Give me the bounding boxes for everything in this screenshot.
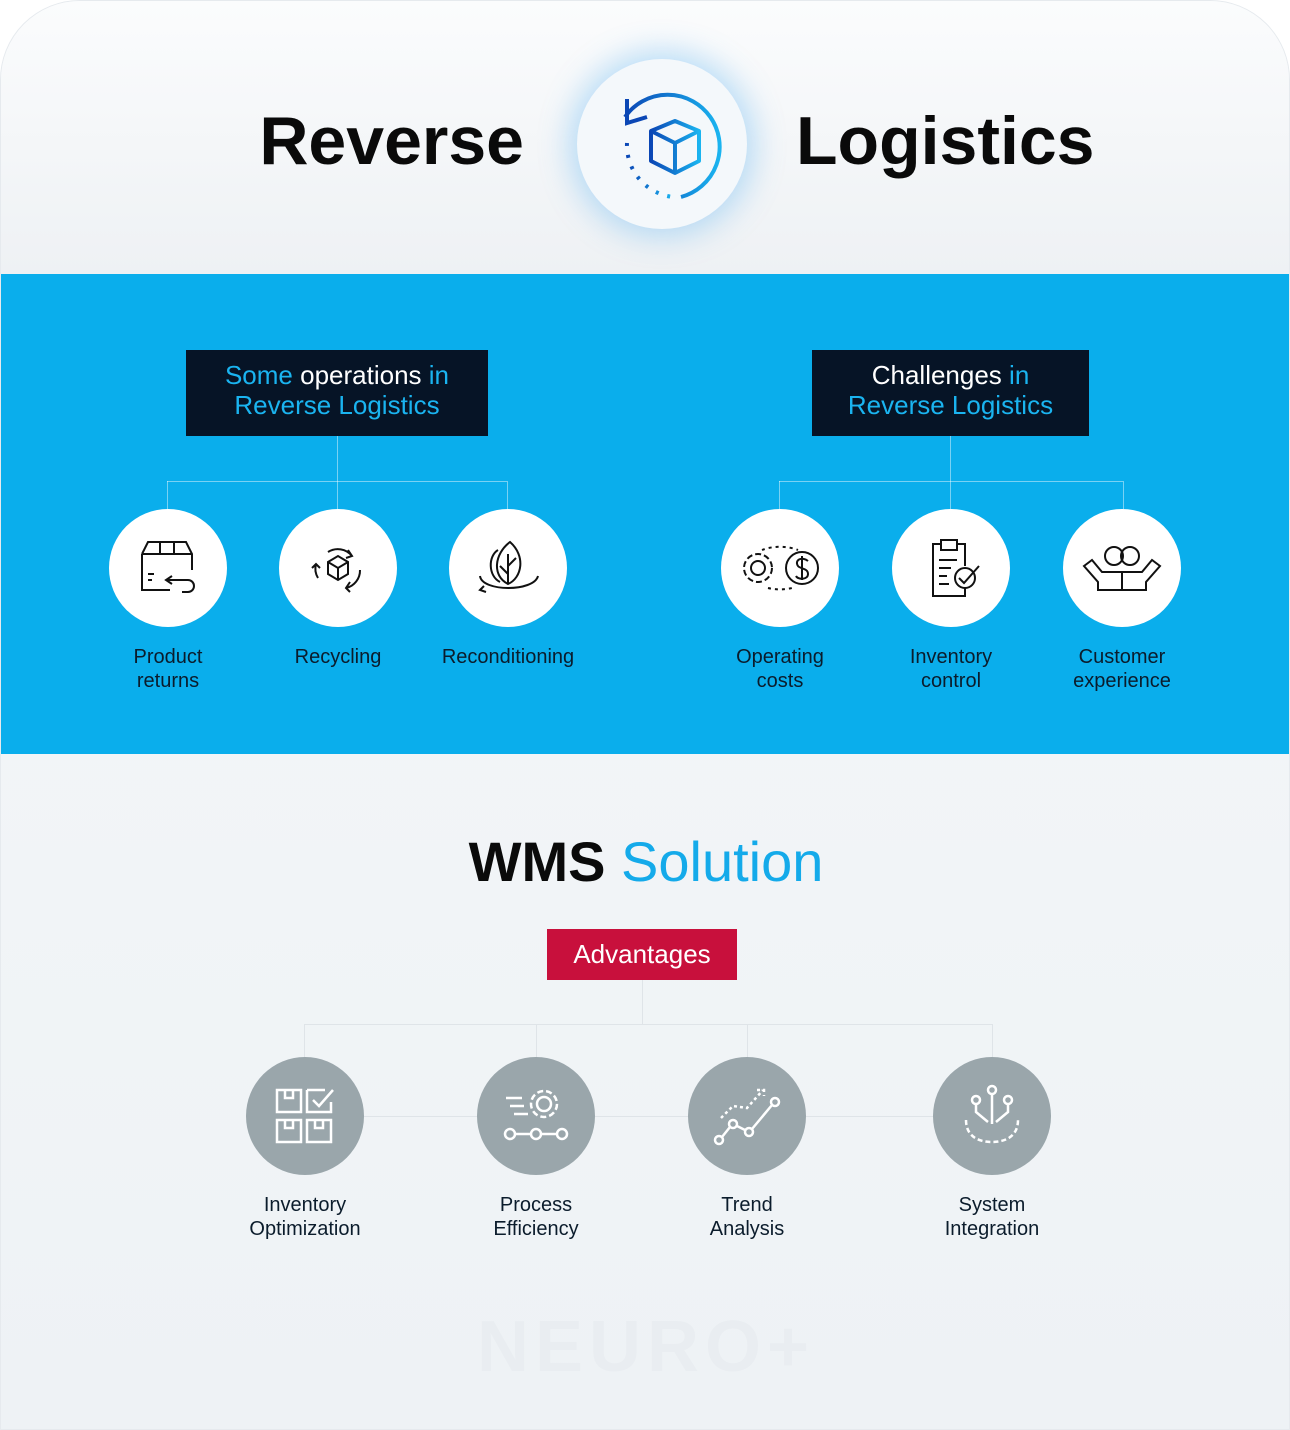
hero-icon-circle bbox=[577, 59, 747, 229]
system-integration-circle bbox=[933, 1057, 1051, 1175]
process-gear-icon bbox=[503, 1089, 569, 1141]
connector bbox=[992, 1024, 993, 1058]
gear-dollar-icon bbox=[743, 545, 819, 591]
inventory-control-circle bbox=[892, 509, 1010, 627]
label-line: Efficiency bbox=[493, 1218, 579, 1240]
heading-text: Challenges bbox=[871, 360, 1002, 390]
connector bbox=[167, 481, 168, 509]
connector bbox=[507, 481, 508, 509]
label-line: Analysis bbox=[709, 1218, 785, 1240]
connector bbox=[304, 1116, 992, 1117]
operating-costs-circle bbox=[721, 509, 839, 627]
heading-text: in bbox=[428, 360, 450, 390]
leaf-cycle-icon bbox=[478, 540, 539, 593]
heading-text: Reverse Logistics bbox=[234, 390, 440, 420]
heading-text: Reverse Logistics bbox=[847, 390, 1054, 420]
label-line: Recycling bbox=[294, 646, 382, 668]
label: Recycling bbox=[248, 645, 428, 669]
label-line: Trend bbox=[721, 1194, 773, 1216]
clipboard-check-icon bbox=[932, 539, 980, 597]
integration-icon bbox=[964, 1084, 1020, 1144]
wms-title-part: WMS bbox=[468, 830, 606, 893]
label-line: Customer bbox=[1078, 646, 1166, 668]
product-returns-circle bbox=[109, 509, 227, 627]
inventory-optimization-circle bbox=[246, 1057, 364, 1175]
customers-icon bbox=[1082, 546, 1162, 591]
heading-text: Some bbox=[224, 360, 293, 390]
recycling-circle bbox=[279, 509, 397, 627]
heading-text: in bbox=[1001, 360, 1030, 390]
operations-heading: Some operations in Reverse Logistics bbox=[186, 350, 488, 436]
inventory-grid-icon bbox=[275, 1088, 334, 1144]
connector bbox=[747, 1024, 748, 1058]
connector bbox=[779, 481, 1123, 482]
connector bbox=[779, 481, 780, 509]
label-line: Optimization bbox=[249, 1218, 361, 1240]
label-line: experience bbox=[1073, 670, 1171, 692]
box-return-icon bbox=[141, 541, 195, 593]
connector bbox=[167, 481, 507, 482]
trend-analysis-circle bbox=[688, 1057, 806, 1175]
label-line: System bbox=[958, 1194, 1026, 1216]
recycle-icon bbox=[311, 548, 362, 593]
customer-experience-circle bbox=[1063, 509, 1181, 627]
label-line: Process bbox=[499, 1194, 573, 1216]
connector bbox=[304, 1024, 305, 1058]
connector bbox=[304, 1024, 992, 1025]
watermark-logo: NEURO+ bbox=[476, 1307, 816, 1387]
process-efficiency-circle bbox=[477, 1057, 595, 1175]
label-line: control bbox=[920, 670, 982, 692]
heading-text: operations bbox=[292, 360, 429, 390]
connector bbox=[950, 436, 951, 509]
label-line: Product bbox=[133, 646, 203, 668]
connector bbox=[642, 980, 643, 1024]
connector bbox=[536, 1024, 537, 1058]
label-line: Reconditioning bbox=[441, 646, 575, 668]
label-line: Operating bbox=[736, 646, 824, 668]
label-line: returns bbox=[136, 670, 200, 692]
trend-chart-icon bbox=[713, 1088, 781, 1146]
label: Reconditioning bbox=[418, 645, 598, 669]
reconditioning-circle bbox=[449, 509, 567, 627]
wms-title-part: Solution bbox=[621, 830, 824, 893]
label-line: costs bbox=[756, 670, 804, 692]
connector bbox=[1123, 481, 1124, 509]
box-return-icon bbox=[623, 92, 722, 199]
wms-title: WMS Solution bbox=[1, 829, 1289, 894]
title-left: Reverse bbox=[259, 103, 524, 179]
label-line: Integration bbox=[944, 1218, 1040, 1240]
challenges-heading: Challenges in Reverse Logistics bbox=[812, 350, 1089, 436]
title-right: Logistics bbox=[796, 103, 1095, 179]
connector bbox=[337, 436, 338, 509]
advantages-badge: Advantages bbox=[547, 929, 737, 980]
label-line: Inventory bbox=[263, 1194, 347, 1216]
label-line: Inventory bbox=[909, 646, 993, 668]
